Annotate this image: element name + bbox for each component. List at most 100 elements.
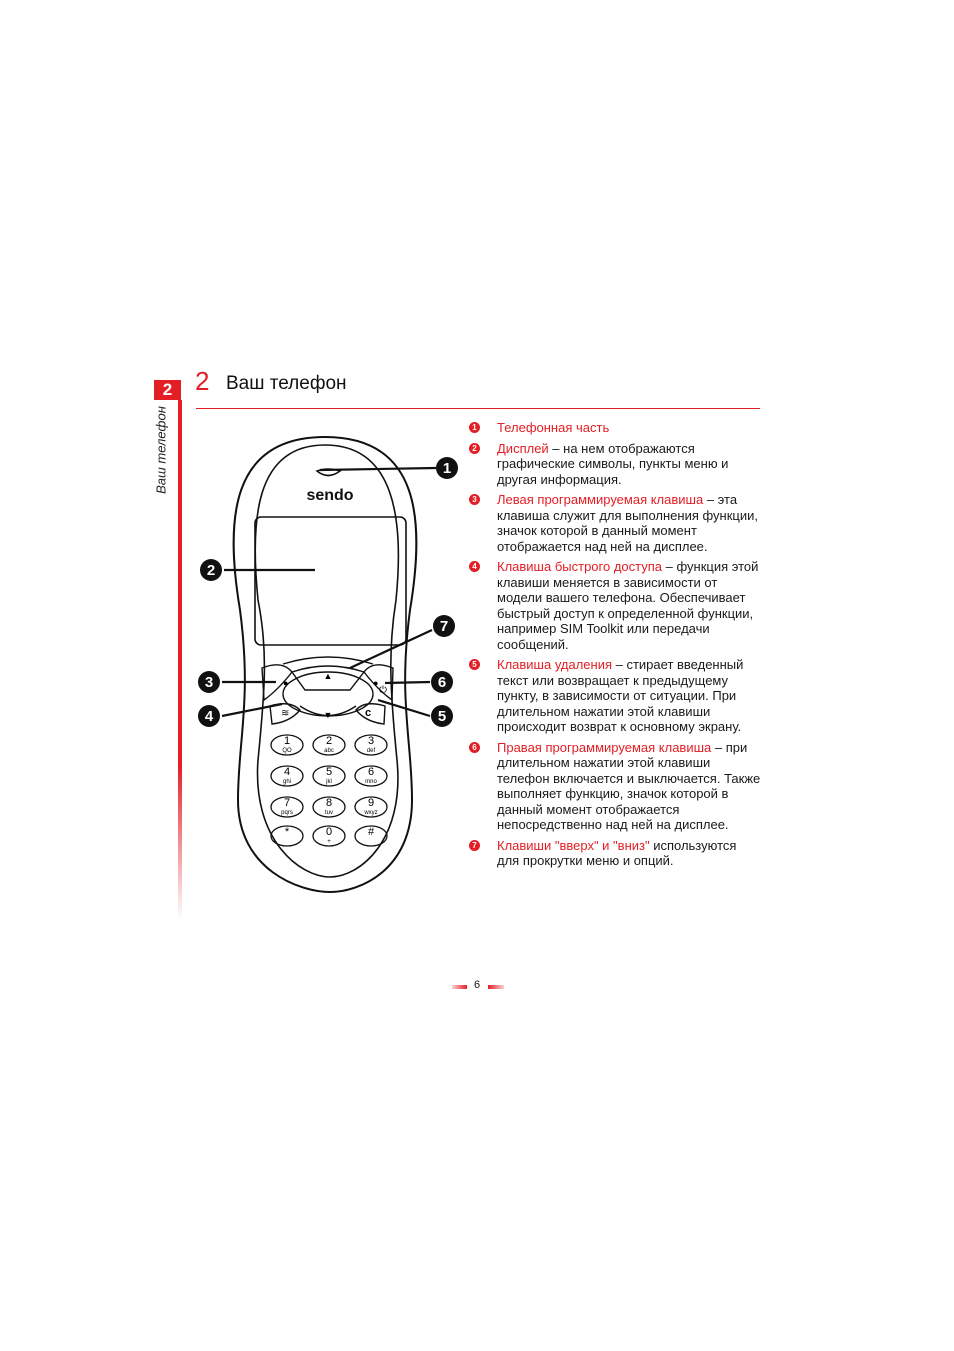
display-screen bbox=[254, 516, 407, 646]
callout-badge-circle bbox=[198, 705, 220, 727]
right-soft-key-dot-icon: ● bbox=[373, 678, 378, 688]
keypad-key-digit: * bbox=[285, 826, 290, 838]
chapter-number: 2 bbox=[195, 366, 210, 396]
legend-description: – эта клавиша служит для выполнения функ… bbox=[497, 492, 758, 554]
keypad-key-letters: tuv bbox=[325, 810, 333, 816]
legend-term: Клавиши "вверх" и "вниз" bbox=[497, 837, 650, 853]
nav-up-arrow-icon: ▲ bbox=[324, 671, 333, 681]
callout-line-1 bbox=[319, 466, 437, 472]
legend-number-badge: 4 bbox=[469, 561, 480, 572]
keypad-key-shape bbox=[312, 765, 346, 787]
keypad-key-shape bbox=[354, 825, 388, 847]
callout-badge-circle bbox=[198, 671, 220, 693]
legend-number-badge: 7 bbox=[469, 839, 480, 851]
keypad-key: # bbox=[354, 825, 388, 847]
page-number: 6 bbox=[473, 979, 481, 991]
clear-key-c-icon: c bbox=[365, 707, 371, 719]
legend-item: 7 Клавиши "вверх" и "вниз" используются д… bbox=[469, 838, 761, 869]
callout-badge-circle bbox=[431, 671, 453, 693]
legend-term: Клавиша быстрого доступа bbox=[497, 559, 663, 574]
legend-term: Телефонная часть bbox=[497, 420, 610, 435]
phone-illustration: sendo ▲ ▼ ● ● ≋ c ⏻ 1QO2abc3def4ghi5jkl6… bbox=[198, 435, 458, 894]
footer-accent-right bbox=[488, 985, 504, 989]
nav-down-arrow-icon: ▼ bbox=[324, 710, 333, 720]
keypad-key-letters: jkl bbox=[325, 779, 332, 785]
left-soft-key bbox=[261, 664, 293, 702]
keypad-key: 0+ bbox=[312, 825, 346, 847]
nav-down-key bbox=[299, 705, 357, 717]
legend-description: – функция этой клавиши меняется в зависи… bbox=[497, 559, 759, 652]
callout-badge-number: 6 bbox=[438, 674, 446, 691]
callout-badge: 3 bbox=[198, 671, 220, 693]
keypad-key-letters: wxyz bbox=[363, 810, 377, 816]
keypad-key-digit: 2 bbox=[326, 735, 332, 747]
keypad-key-digit: 5 bbox=[326, 766, 332, 778]
side-chapter-label: Ваш телефон bbox=[150, 400, 172, 500]
keypad-key-digit: 7 bbox=[284, 797, 290, 809]
legend-description: – стирает введенный текст или возвращает… bbox=[497, 657, 744, 734]
legend-number-badge: 5 bbox=[469, 659, 480, 670]
callout-line-4 bbox=[221, 702, 283, 718]
keypad-key-shape bbox=[354, 734, 388, 756]
callout-badge-circle bbox=[200, 559, 222, 581]
header-divider bbox=[196, 408, 760, 409]
callout-badge: 5 bbox=[431, 705, 453, 727]
clear-key bbox=[355, 703, 386, 725]
keypad-key-letters: + bbox=[327, 839, 331, 845]
callout-badge-number: 7 bbox=[440, 618, 448, 635]
brand-logo: sendo bbox=[306, 487, 353, 504]
keypad-key: 1QO bbox=[270, 734, 304, 756]
callout-badge-circle bbox=[433, 615, 455, 637]
callout-badge-number: 5 bbox=[438, 708, 446, 725]
keypad-key-shape bbox=[354, 765, 388, 787]
keypad-key-digit: 1 bbox=[284, 735, 290, 747]
keypad-key-digit: 8 bbox=[326, 797, 332, 809]
keypad-key-shape bbox=[270, 765, 304, 787]
side-chapter-label-text: Ваш телефон bbox=[153, 406, 169, 494]
callout-badge-circle bbox=[436, 457, 458, 479]
keypad-key-shape bbox=[312, 734, 346, 756]
keypad-key-shape bbox=[312, 796, 346, 818]
power-icon: ⏻ bbox=[379, 685, 387, 696]
keypad-key-shape bbox=[270, 734, 304, 756]
keypad: 1QO2abc3def4ghi5jkl6mno7pqrs8tuv9wxyz*0+… bbox=[270, 734, 388, 847]
keypad-key: * bbox=[270, 825, 304, 847]
legend-description: используются для прокрутки меню и опций. bbox=[497, 837, 737, 869]
keypad-key-shape bbox=[270, 796, 304, 818]
shortcut-key-icon: ≋ bbox=[281, 708, 289, 719]
keypad-key-digit: 6 bbox=[368, 766, 374, 778]
right-soft-key bbox=[363, 664, 394, 702]
keypad-key-shape bbox=[270, 825, 304, 847]
legend-number-badge: 1 bbox=[469, 422, 480, 433]
keypad-key-letters: def bbox=[367, 748, 376, 754]
legend-description: – на нем отображаются графические символ… bbox=[497, 440, 729, 487]
keypad-key-digit: 0 bbox=[326, 826, 332, 838]
legend-term: Левая программируемая клавиша bbox=[497, 492, 704, 507]
chapter-badge: 2 bbox=[154, 380, 181, 400]
callout-line-7 bbox=[349, 629, 433, 669]
callout-badge-number: 3 bbox=[205, 674, 213, 691]
keypad-key-digit: # bbox=[368, 826, 375, 838]
keypad-key-letters: pqrs bbox=[281, 810, 293, 816]
callout-badge: 1 bbox=[436, 457, 458, 479]
legend-item: 4 Клавиша быстрого доступа – функция этой… bbox=[469, 559, 761, 652]
legend-description: – при длительном нажатии этой клавиши те… bbox=[497, 739, 761, 833]
keypad-key-digit: 4 bbox=[284, 766, 290, 778]
callout-badge: 7 bbox=[433, 615, 455, 637]
legend-number-badge: 2 bbox=[469, 442, 480, 454]
callout-badge: 4 bbox=[198, 705, 220, 727]
left-soft-key-dot-icon: ● bbox=[283, 678, 288, 688]
phone-face-outline bbox=[254, 444, 400, 878]
callout-badge-number: 2 bbox=[207, 562, 215, 579]
callout-line-6 bbox=[384, 680, 431, 685]
